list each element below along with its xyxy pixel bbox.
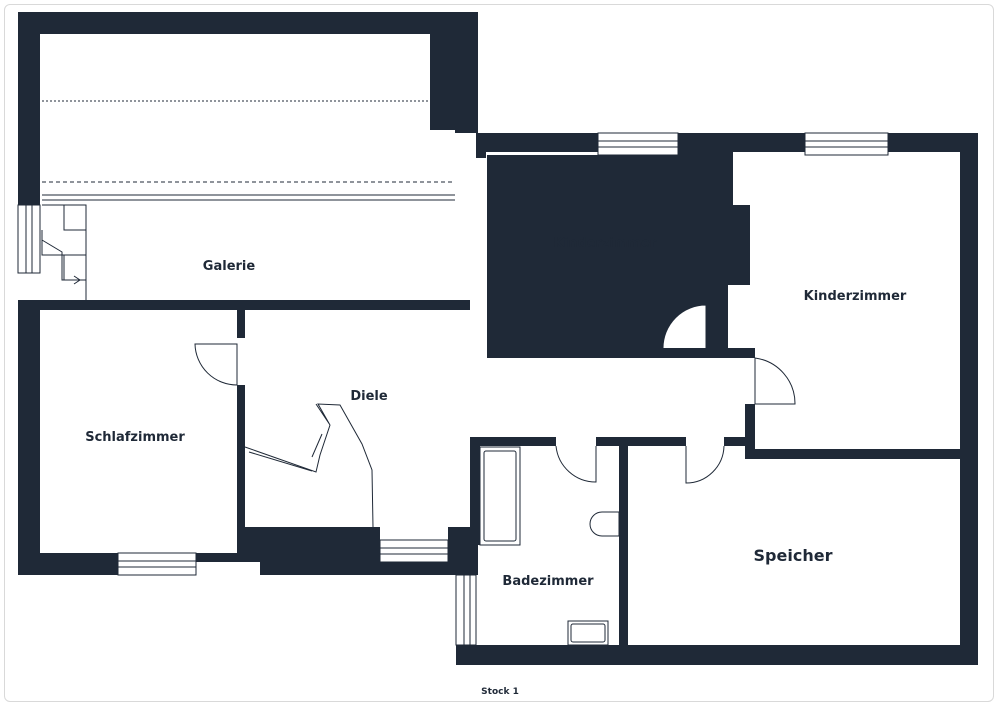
room-label-diele: Diele [350, 389, 388, 404]
door-kinder2 [754, 357, 796, 405]
wall-bad-right [619, 444, 628, 660]
interior-walls [456, 157, 978, 665]
window-kinder2 [804, 132, 889, 156]
wall-bad-top-left [470, 437, 556, 446]
stair-diele [244, 403, 374, 528]
window-diele [379, 539, 449, 563]
window-bad [455, 574, 477, 646]
door-kinder1 [662, 304, 707, 349]
room-label-schlafzimmer: Schlafzimmer [85, 430, 185, 445]
doors [194, 304, 796, 484]
window-schlaf [117, 552, 197, 576]
wall-galerie [18, 12, 478, 300]
wall-bad-bottom-left [456, 545, 478, 575]
floor-caption: Stock 1 [481, 687, 519, 697]
door-bad [555, 445, 597, 483]
windows [17, 132, 889, 646]
wall-kinderzimmer-block [455, 133, 978, 665]
wall-speicher-top [745, 449, 960, 459]
room-label-galerie: Galerie [203, 259, 256, 274]
room-label-kinderzimmer-2: Kinderzimmer [804, 289, 907, 304]
walls [18, 12, 978, 665]
door-schlaf [194, 343, 238, 386]
wall-bad-top-mid [596, 437, 686, 446]
bath-fixtures [479, 446, 620, 646]
wall-kinder2-left-lower [745, 404, 755, 454]
window-kinder1 [597, 132, 679, 156]
stair [41, 204, 87, 300]
toilet [589, 511, 620, 537]
wall-bad-top-right [724, 437, 755, 446]
room-label-kinderzimmer-1: Kinderzimmer [554, 236, 657, 251]
room-label-speicher: Speicher [754, 546, 833, 565]
wall-kinder1-right [722, 157, 733, 205]
galerie-details [41, 100, 455, 300]
wall-bad-left [470, 437, 480, 545]
door-speicher [685, 445, 725, 484]
window-galerie [17, 204, 41, 274]
wall-hall-right [745, 348, 755, 358]
wall-schlafzimmer [18, 300, 470, 575]
wall-bottom-right [456, 645, 978, 665]
wall-kinder1-bottom [487, 348, 663, 358]
room-label-badezimmer: Badezimmer [502, 574, 594, 589]
